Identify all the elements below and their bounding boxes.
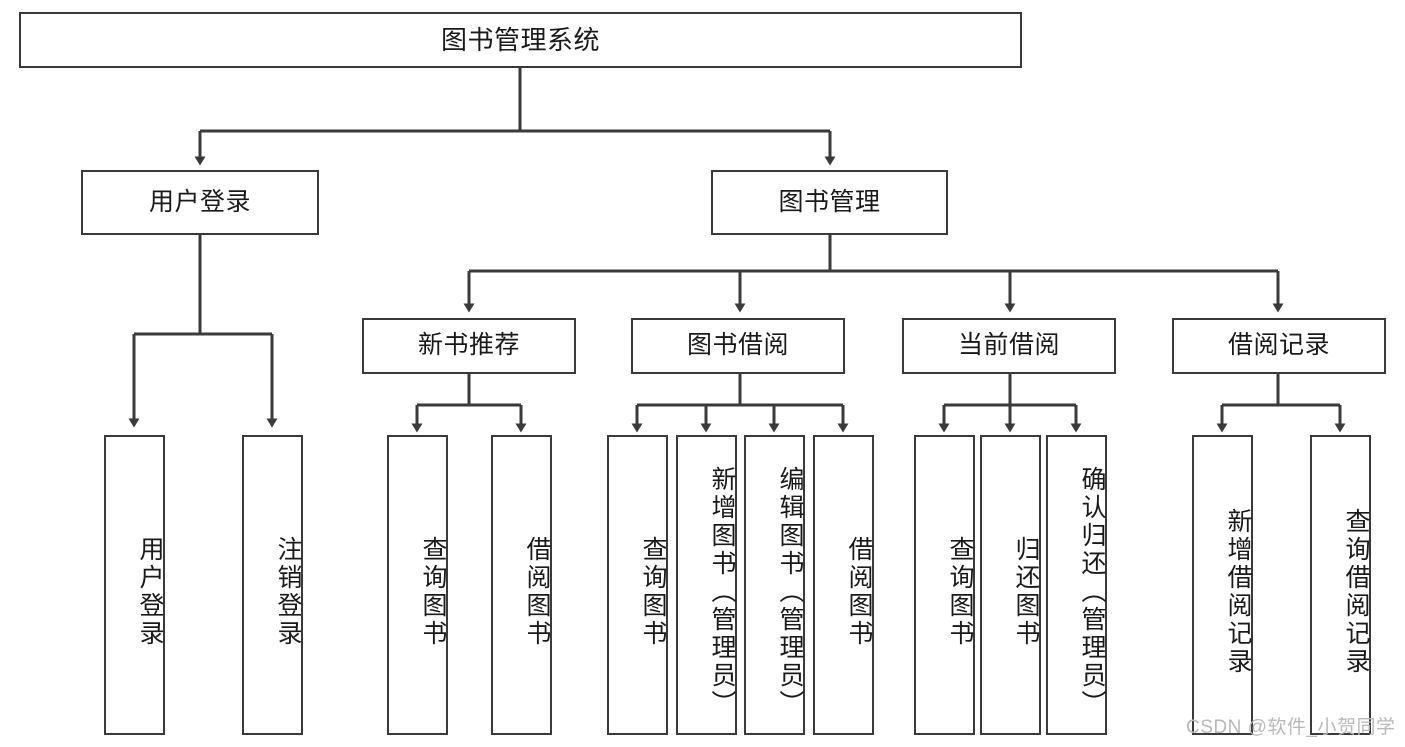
node-label: 借阅图书 [523,536,551,648]
node-label: 用户登录 [148,187,251,216]
node-label: 当前借阅 [957,331,1060,360]
node-label: 新增图书（管理员） [708,466,736,718]
node-book-management[interactable]: 图书管理 [711,170,948,235]
node-label: 编辑图书（管理员） [776,466,804,718]
leaf-user-login[interactable]: 用户登录 [104,435,165,735]
leaf-query-book-recommend[interactable]: 查询图书 [387,435,448,735]
leaf-add-borrow-record[interactable]: 新增借阅记录 [1192,435,1253,735]
node-label: 确认归还（管理员） [1078,466,1106,718]
node-label: 新增借阅记录 [1224,508,1252,676]
node-label: 查询图书 [419,536,447,648]
node-book-borrow[interactable]: 图书借阅 [631,318,845,374]
node-user-login[interactable]: 用户登录 [81,170,319,235]
leaf-edit-book-admin[interactable]: 编辑图书（管理员） [744,435,805,735]
node-borrow-records[interactable]: 借阅记录 [1172,318,1386,374]
leaf-confirm-return-admin[interactable]: 确认归还（管理员） [1046,435,1107,735]
leaf-add-book-admin[interactable]: 新增图书（管理员） [676,435,737,735]
leaf-user-logout[interactable]: 注销登录 [242,435,303,735]
node-label: 查询图书 [946,536,974,648]
leaf-return-book[interactable]: 归还图书 [980,435,1041,735]
node-label: 新书推荐 [417,331,520,360]
node-new-book-recommend[interactable]: 新书推荐 [362,318,576,374]
node-label: 借阅记录 [1227,331,1330,360]
node-label: 图书管理系统 [440,24,600,55]
node-label: 图书借阅 [686,331,789,360]
watermark-csdn: CSDN @软件_小贺同学 [1186,717,1396,738]
node-label: 注销登录 [274,536,302,648]
node-label: 归还图书 [1012,536,1040,648]
leaf-query-borrow-record[interactable]: 查询借阅记录 [1310,435,1371,735]
node-root-book-management-system[interactable]: 图书管理系统 [19,12,1022,68]
node-label: 查询图书 [639,536,667,648]
leaf-query-book-borrow[interactable]: 查询图书 [607,435,668,735]
node-current-borrow[interactable]: 当前借阅 [902,318,1116,374]
node-label: 图书管理 [778,187,881,216]
node-label: 借阅图书 [845,536,873,648]
node-label: 查询借阅记录 [1342,508,1370,676]
node-label: 用户登录 [136,536,164,648]
leaf-borrow-book[interactable]: 借阅图书 [813,435,874,735]
leaf-borrow-book-recommend[interactable]: 借阅图书 [491,435,552,735]
leaf-query-book-current[interactable]: 查询图书 [914,435,975,735]
